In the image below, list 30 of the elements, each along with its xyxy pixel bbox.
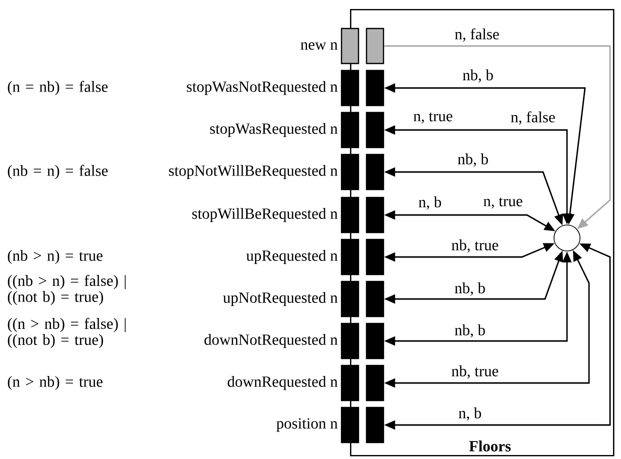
edge-label: nb, true (450, 238, 500, 254)
relation-circle (554, 224, 580, 252)
edge-label: n, b (417, 195, 443, 211)
port-label: downNotRequested n (204, 334, 338, 348)
condition-label: (n = nb) = false (8, 80, 108, 96)
port-note: n, false (510, 110, 556, 126)
edge-label: nb, true (450, 364, 500, 380)
port-label: upRequested n (246, 250, 338, 264)
port-label: stopNotWillBeRequested n (169, 164, 338, 180)
edge-label: n, false (454, 27, 500, 43)
condition-label: (nb = n) = false (8, 164, 108, 180)
edge-label: nb, b (456, 152, 490, 168)
port-box (366, 28, 384, 64)
edge-label: n, b (457, 406, 483, 422)
edge-label: nb, b (454, 323, 486, 339)
condition-label: (nb > n) = true (8, 250, 102, 264)
port-label: stopWillBeRequested n (192, 208, 338, 222)
condition-label: (n > nb) = true (8, 376, 102, 390)
port-note: n, true (482, 196, 524, 210)
edge-label: nb, b (462, 68, 494, 84)
condition-label: ((n > nb) = false) | ((not b) = true) (8, 318, 126, 348)
port-label: upNotRequested n (223, 292, 338, 306)
condition-label: ((nb > n) = false) | ((not b) = true) (8, 274, 126, 306)
port-label: new n (300, 42, 338, 50)
port-label: position n (276, 418, 338, 432)
port-label: downRequested n (228, 376, 338, 390)
edge-label: nb, b (454, 281, 486, 297)
port-label: stopWasRequested n (210, 122, 338, 138)
port-label: stopWasNotRequested n (186, 80, 338, 96)
edge-label: n, true (412, 111, 454, 125)
